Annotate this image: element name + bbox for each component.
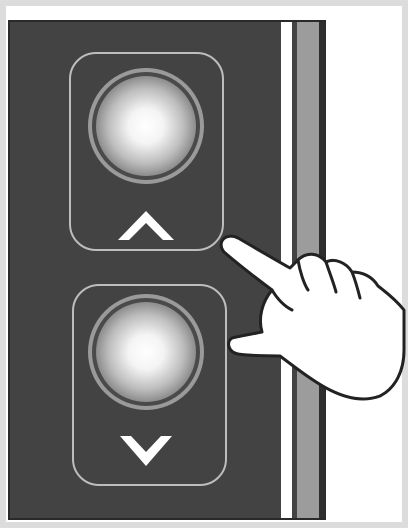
- chevron-down-icon: [120, 436, 172, 466]
- button-lamp-down: [96, 302, 196, 402]
- hand-pointer-icon: [221, 236, 404, 399]
- button-lamp-up: [96, 76, 196, 176]
- call-button-up[interactable]: [70, 53, 223, 250]
- chevron-up-icon: [118, 211, 174, 240]
- call-button-down[interactable]: [73, 285, 226, 485]
